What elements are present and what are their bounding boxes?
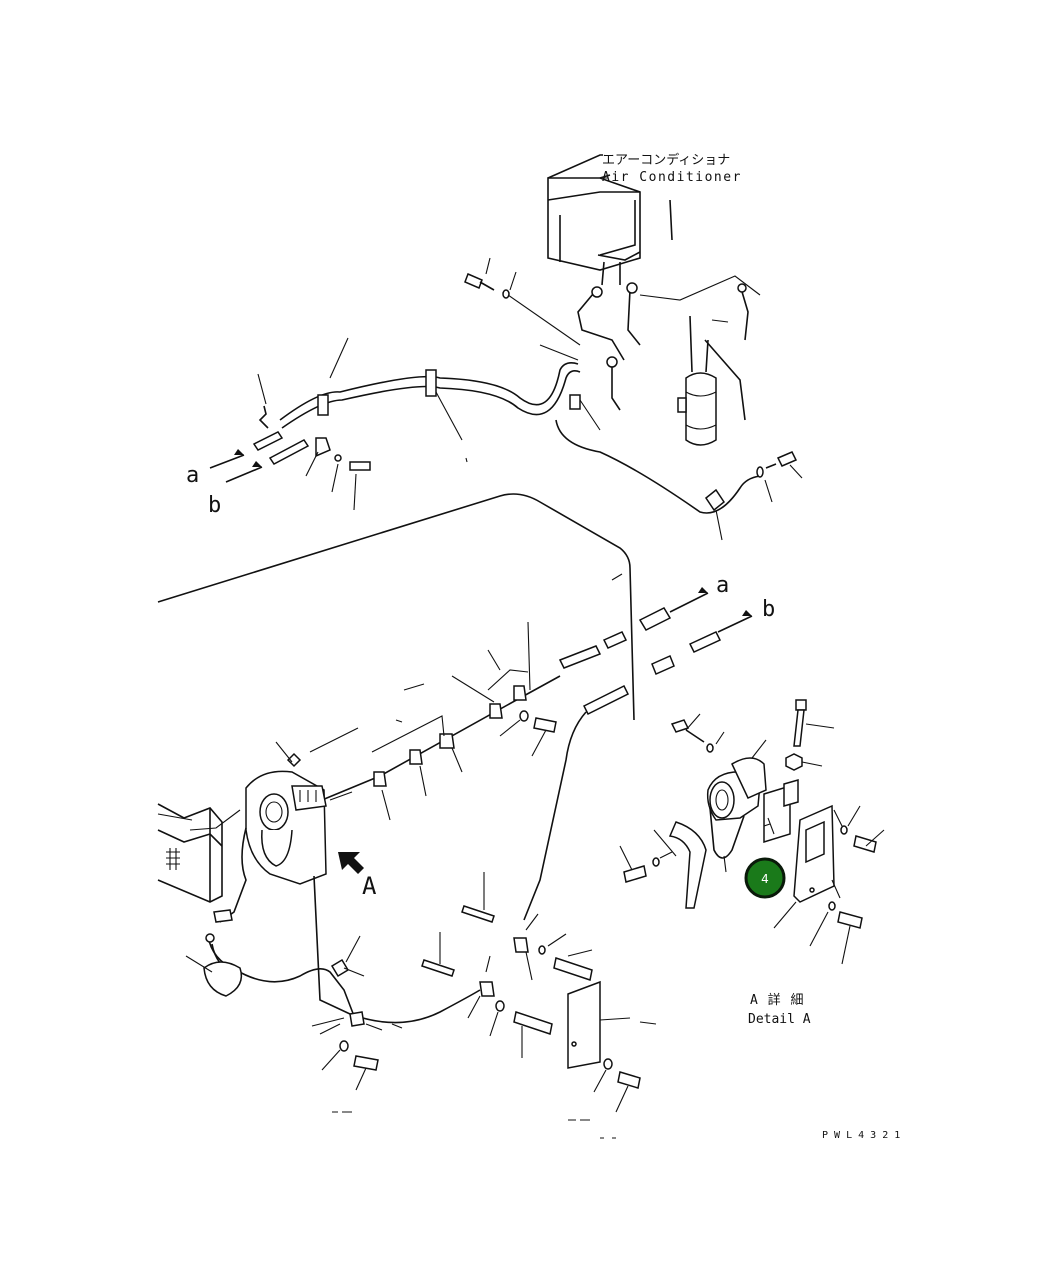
tick-mark — [465, 457, 468, 463]
port-label-b-right: b — [762, 597, 775, 622]
cab-floor-outline — [157, 493, 635, 721]
top-washer — [502, 289, 510, 299]
lower-hoses — [185, 875, 481, 1113]
right-fittings — [638, 607, 722, 676]
detail-label-jp: A 詳 細 — [750, 992, 804, 1008]
top-bolt — [464, 257, 517, 299]
view-arrow — [338, 852, 364, 874]
detail-a-assembly — [619, 699, 885, 965]
top-hose — [279, 337, 773, 541]
port-label-a-right: a — [716, 573, 729, 598]
drier-bolt — [756, 451, 803, 479]
port-label-b-left: b — [208, 493, 221, 518]
drawing-code: P W L 4 3 2 1 — [822, 1130, 900, 1141]
arrow-b-right — [717, 615, 753, 633]
view-label-a: A — [362, 872, 377, 900]
detail-label-en: Detail A — [748, 1012, 811, 1027]
arrow-a-left — [209, 454, 245, 469]
callout-circle[interactable] — [744, 857, 786, 899]
port-label-a-left: a — [186, 463, 199, 488]
arrow-b-left — [225, 466, 263, 483]
ac-hoses — [507, 261, 761, 411]
receiver-drier — [677, 315, 746, 446]
air-conditioner-unit — [547, 154, 673, 271]
air-conditioner-label-jp: エアーコンディショナ — [602, 152, 730, 168]
compressor-left — [157, 741, 353, 923]
left-fittings — [252, 373, 371, 511]
arrow-a-right — [669, 592, 709, 613]
callout-number: 4 — [761, 872, 769, 886]
middle-pipes — [309, 621, 630, 921]
air-conditioner-label-en: Air Conditioner — [602, 170, 742, 185]
lower-middle-parts — [421, 872, 657, 1139]
engine-block — [157, 803, 223, 903]
callout-4[interactable]: 4 — [744, 857, 786, 899]
